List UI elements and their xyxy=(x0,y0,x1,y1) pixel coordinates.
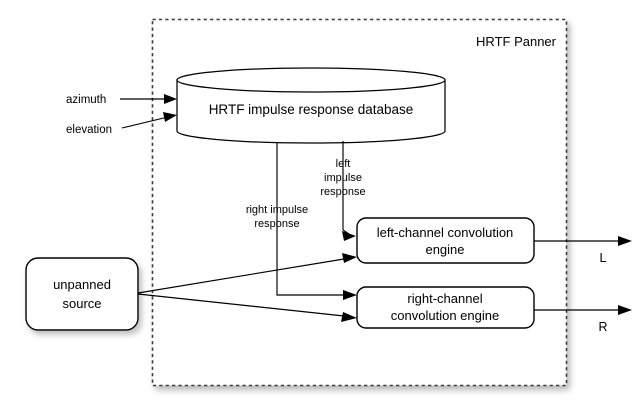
right-output-edge xyxy=(534,305,632,315)
left-impulse-edge xyxy=(342,141,356,241)
left-impulse-arrowhead xyxy=(342,231,356,241)
unpanned-source-label-line1: unpanned xyxy=(53,277,111,292)
source-to-left-engine-edge xyxy=(137,253,357,294)
right-engine-rect xyxy=(356,286,535,329)
right-channel-engine-box xyxy=(356,286,535,329)
left-impulse-label-line2: impulse xyxy=(324,172,362,184)
right-impulse-label-line2: response xyxy=(254,218,299,230)
left-impulse-label-line1: left xyxy=(336,158,351,170)
cylinder-top xyxy=(176,67,446,93)
left-engine-label-line1: left-channel convolution xyxy=(377,225,514,240)
database-label: HRTF impulse response database xyxy=(209,102,414,117)
right-output-label: R xyxy=(598,320,607,334)
cylinder-body xyxy=(176,79,446,144)
right-impulse-arrowhead xyxy=(343,290,357,300)
right-output-arrowhead xyxy=(618,305,632,315)
azimuth-arrowhead xyxy=(164,94,177,104)
left-engine-label-line2: engine xyxy=(425,242,464,257)
right-engine-label-line1: right-channel xyxy=(407,291,482,306)
left-output-edge xyxy=(534,236,632,246)
source-right-arrowhead xyxy=(341,312,357,322)
source-left-arrowhead xyxy=(342,253,357,263)
unpanned-source-box xyxy=(25,257,139,331)
right-engine-label-line2: convolution engine xyxy=(391,308,499,323)
database-cylinder xyxy=(176,67,446,144)
elevation-label: elevation xyxy=(66,124,112,136)
right-impulse-label-line1: right impulse xyxy=(246,204,308,216)
unpanned-source-label-line2: source xyxy=(62,296,101,311)
unpanned-source-rect xyxy=(25,257,139,331)
left-output-label: L xyxy=(600,251,607,265)
left-output-arrowhead xyxy=(618,236,632,246)
elevation-edge xyxy=(121,112,177,129)
source-to-right-engine-edge xyxy=(137,293,357,322)
azimuth-edge xyxy=(120,94,177,104)
azimuth-label: azimuth xyxy=(66,94,106,106)
elevation-arrowhead xyxy=(163,112,177,122)
left-impulse-label-line3: response xyxy=(320,186,365,198)
right-impulse-edge xyxy=(276,143,357,300)
panner-title: HRTF Panner xyxy=(476,34,557,49)
